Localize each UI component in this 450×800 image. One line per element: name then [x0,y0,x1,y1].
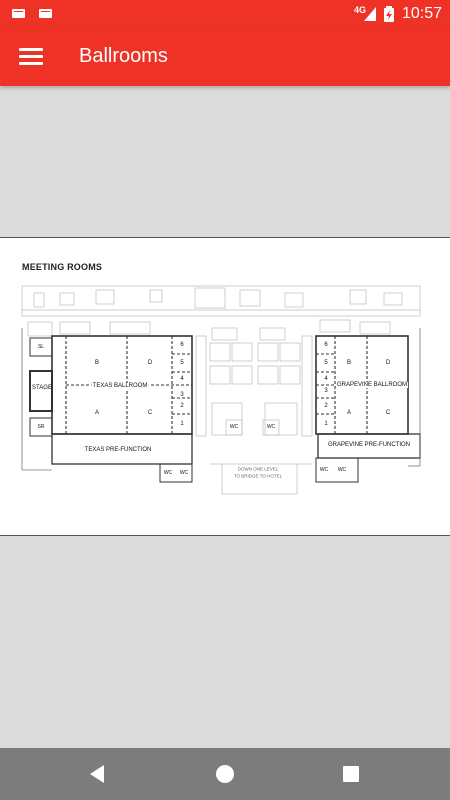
recent-apps-square-icon[interactable] [339,762,363,786]
texas-section-c: C [147,410,153,416]
room-5-label: 5 [324,360,328,366]
hamburger-menu-icon[interactable] [10,36,52,78]
wc-label: WC [337,467,347,473]
grapevine-ballroom-label: GRAPEVINE BALLROOM [335,382,409,388]
wc-label: WC [163,470,173,476]
texas-section-a: A [94,410,100,416]
wc-label: WC [266,424,276,430]
room-6-label: 6 [324,342,328,348]
mail-notification-icon [39,9,52,18]
grapevine-prefunction-label: GRAPEVINE PRE-FUNCTION [327,442,411,448]
wc-label: WC [229,424,239,430]
grapevine-section-b: B [346,360,352,366]
bridge-label-line1: DOWN ONE LEVEL [237,466,279,472]
room-6-label: 6 [180,342,184,348]
texas-section-b: B [94,360,100,366]
floor-plan-drawing [21,285,421,495]
room-3-label: 3 [324,388,328,394]
room-2-label: 2 [180,403,184,409]
status-bar: 4G 10:57 [0,0,450,28]
room-4-label: 4 [180,376,184,382]
map-heading: MEETING ROOMS [22,262,103,272]
system-nav-bar [0,748,450,800]
clock: 10:57 [402,5,443,22]
mail-notification-icon [12,9,25,18]
bridge-label-line2: TO BRIDGE TO HOTEL [233,473,283,479]
page-title: Ballrooms [79,45,168,67]
texas-section-d: D [147,360,153,366]
wc-label: WC [319,467,329,473]
room-3-label: 3 [180,392,184,398]
wc-label: WC [179,470,189,476]
room-5-label: 5 [180,360,184,366]
texas-prefunction-label: TEXAS PRE-FUNCTION [84,447,152,453]
room-4-label: 4 [324,376,328,382]
room-label-sl: SL [37,344,45,350]
back-triangle-icon[interactable] [86,762,110,786]
grapevine-section-a: A [346,410,352,416]
floor-plan-map[interactable]: MEETING ROOMS SL SR STAGE B D A C TEXAS … [0,237,450,536]
grapevine-section-d: D [385,360,391,366]
battery-charging-icon [384,6,394,22]
app-bar: Ballrooms [0,28,450,86]
texas-ballroom-label: TEXAS BALLROOM [91,383,149,389]
signal-icon [364,7,376,21]
home-circle-icon[interactable] [213,762,237,786]
network-type: 4G [354,5,367,15]
room-1-label: 1 [324,421,328,427]
grapevine-section-c: C [385,410,391,416]
room-1-label: 1 [180,421,184,427]
room-2-label: 2 [324,403,328,409]
room-label-stage: STAGE [32,385,52,391]
room-label-sr: SR [37,424,45,430]
